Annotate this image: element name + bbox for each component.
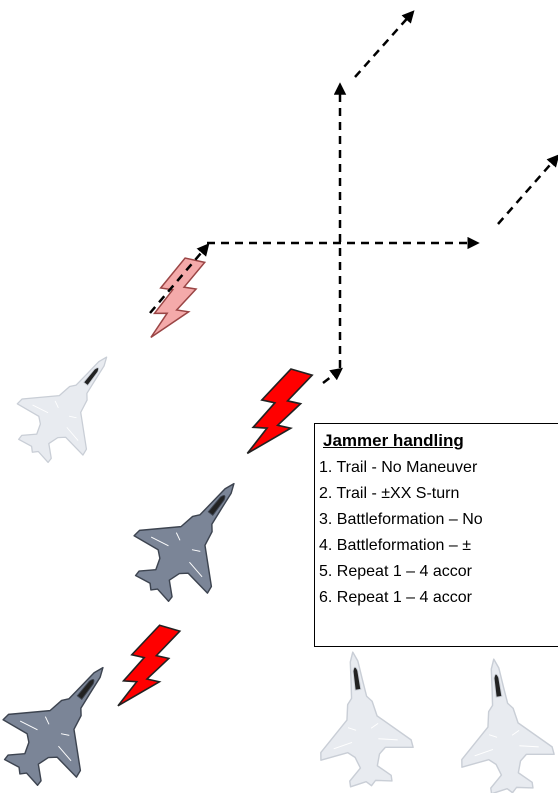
jammer-wingman-icon	[111, 616, 181, 718]
legend-item: 3. Battleformation – No	[319, 511, 483, 528]
legend-item: 1. Trail - No Maneuver	[319, 459, 478, 476]
jammer-lead-icon	[240, 360, 313, 466]
right-diagonal-arrow	[497, 154, 558, 225]
faint-aircraft-icon	[305, 644, 419, 793]
faint-aircraft-icon	[0, 330, 141, 479]
legend-title: Jammer handling	[323, 431, 464, 450]
legend-item: 4. Battleformation – ±	[319, 537, 471, 554]
faint-path-arrow	[149, 243, 210, 314]
wingman-aircraft-icon	[0, 638, 141, 793]
lead-aircraft-icon	[113, 454, 272, 620]
jammer-faint-icon	[144, 251, 206, 347]
lead-entry-arrow	[322, 367, 343, 384]
legend-item: 6. Repeat 1 – 4 accor	[319, 589, 472, 606]
upper-diagonal-arrow	[354, 10, 415, 78]
legend-item: 5. Repeat 1 – 4 accor	[319, 563, 472, 580]
maneuver-paths	[149, 10, 558, 384]
faint-aircraft-icon	[446, 651, 558, 793]
legend-box: Jammer handling 1. Trail - No Maneuver 2…	[314, 423, 558, 647]
legend-item: 2. Trail - ±XX S-turn	[319, 485, 460, 502]
